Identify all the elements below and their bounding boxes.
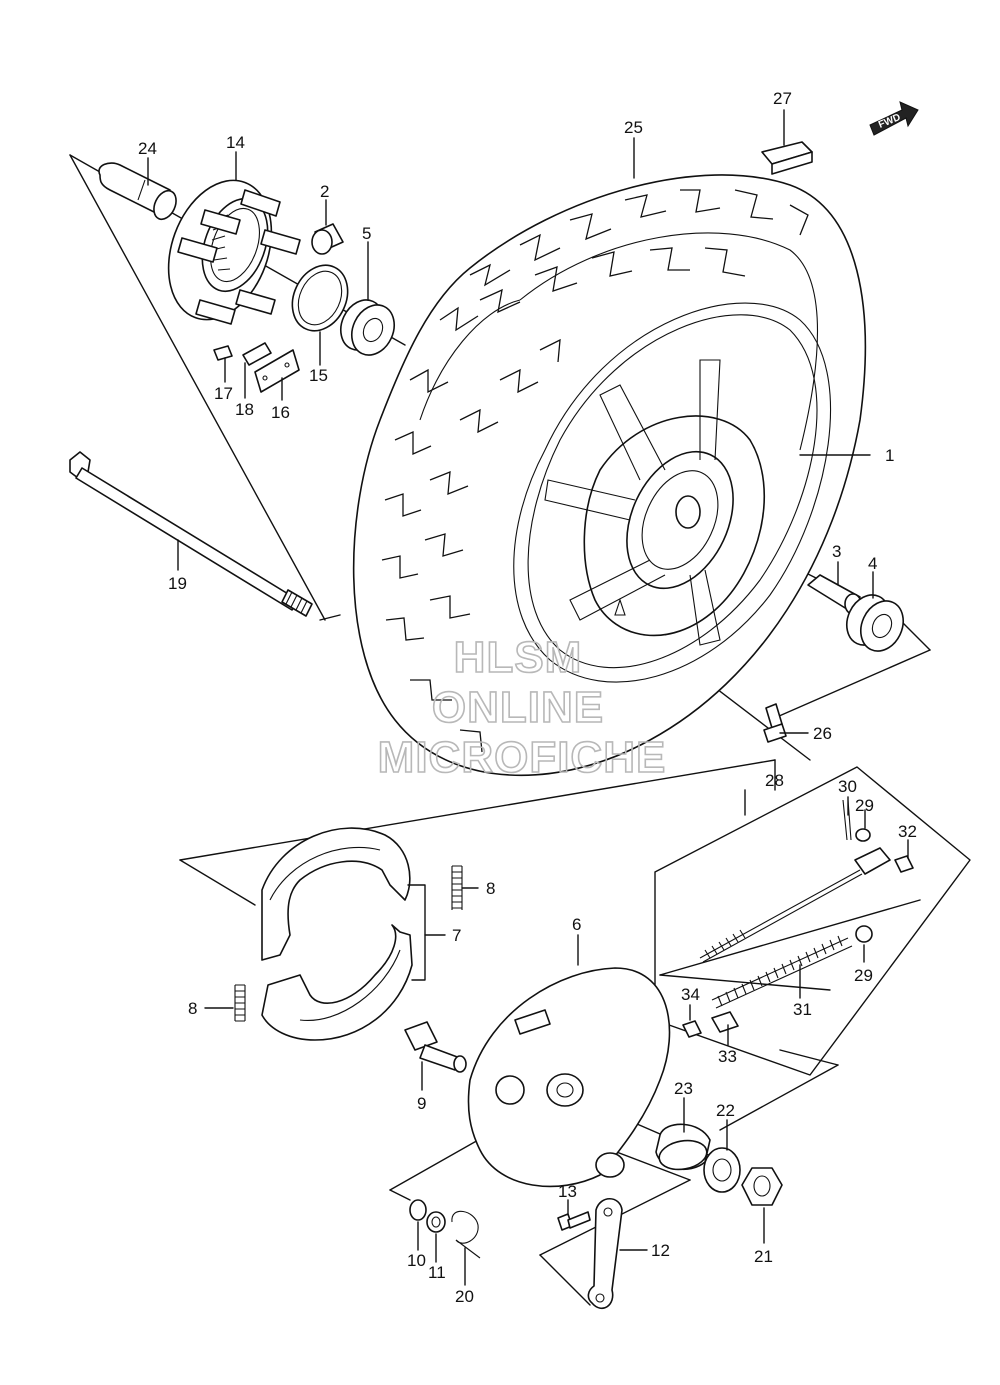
spring-8-lower (234, 984, 246, 1022)
pin-32 (894, 855, 914, 873)
label-part-15: 15 (309, 366, 328, 385)
label-part-32: 32 (898, 822, 917, 841)
balancer-weight-27 (761, 141, 813, 175)
label-part-8-upper: 8 (486, 879, 495, 898)
label-part-16: 16 (271, 403, 290, 422)
label-part-22: 22 (716, 1101, 735, 1120)
washer-22 (703, 1147, 741, 1193)
label-part-27: 27 (773, 89, 792, 108)
plate-16 (254, 349, 300, 393)
brake-shoe-lower (261, 924, 413, 1041)
collar-23 (655, 1123, 711, 1171)
forward-arrow-icon: FWD (869, 101, 919, 136)
label-part-8-lower: 8 (188, 999, 197, 1018)
brake-rod (699, 847, 891, 963)
label-part-34: 34 (681, 985, 700, 1004)
part-number-labels: 1 2 3 4 5 6 7 8 8 9 10 11 12 13 14 15 16… (138, 89, 917, 1306)
spacer-24 (98, 162, 177, 221)
label-part-30: 30 (838, 777, 857, 796)
label-part-13: 13 (558, 1182, 577, 1201)
brake-shoe-upper (261, 827, 411, 961)
brake-arm-12 (587, 1197, 623, 1309)
washer-29-lower (855, 925, 873, 943)
spring-8-upper (451, 865, 463, 910)
lock-washer-18 (242, 342, 272, 366)
label-part-21: 21 (754, 1247, 773, 1266)
cam-9 (404, 1021, 467, 1073)
label-part-29-lower: 29 (854, 966, 873, 985)
label-part-1: 1 (885, 446, 894, 465)
label-part-19: 19 (168, 574, 187, 593)
leader-lines (147, 109, 909, 1286)
washer-29-upper (855, 828, 871, 842)
label-part-33: 33 (718, 1047, 737, 1066)
label-part-14: 14 (226, 133, 245, 152)
o-ring-15 (291, 264, 349, 332)
label-part-28: 28 (765, 771, 784, 790)
watermark-line-1: HLSM (454, 633, 583, 682)
label-part-26: 26 (813, 724, 832, 743)
label-part-23: 23 (674, 1079, 693, 1098)
rear-hub-14 (167, 179, 301, 325)
label-part-12: 12 (651, 1241, 670, 1260)
bolt-17 (213, 345, 233, 361)
label-part-2: 2 (320, 182, 329, 201)
collar-2 (311, 223, 344, 255)
label-part-29-upper: 29 (855, 796, 874, 815)
label-part-9: 9 (417, 1094, 426, 1113)
nut-21 (741, 1167, 783, 1206)
label-part-31: 31 (793, 1000, 812, 1019)
wheel-rim (544, 359, 766, 646)
bearing-5 (340, 299, 395, 356)
cotter-pin-30 (842, 799, 852, 841)
washer-11 (426, 1211, 446, 1233)
label-part-10: 10 (407, 1251, 426, 1270)
axle-19 (69, 451, 313, 617)
label-part-5: 5 (362, 224, 371, 243)
label-part-11: 11 (428, 1263, 446, 1282)
label-part-7: 7 (452, 926, 461, 945)
label-part-25: 25 (624, 118, 643, 137)
watermark-line-3: MICROFICHE (378, 733, 667, 782)
bearing-4 (846, 594, 904, 652)
spring-20 (451, 1210, 481, 1259)
watermark-line-2: ONLINE (432, 683, 604, 732)
label-part-24: 24 (138, 139, 157, 158)
label-part-18: 18 (235, 400, 254, 419)
nut-34 (682, 1020, 702, 1038)
label-part-6: 6 (572, 915, 581, 934)
spring-31 (711, 935, 853, 1009)
watermark: HLSM ONLINE MICROFICHE (377, 632, 667, 783)
bolt-13 (557, 1211, 591, 1231)
joint-33 (711, 1011, 739, 1033)
circlip-10 (409, 1199, 427, 1221)
brake-panel-6 (467, 967, 671, 1188)
label-part-3: 3 (832, 542, 841, 561)
label-part-4: 4 (868, 554, 877, 573)
brake-rod-detail-box (654, 766, 971, 1076)
valve-26 (763, 703, 787, 743)
label-part-17: 17 (214, 384, 233, 403)
label-part-20: 20 (455, 1287, 474, 1306)
fwd-label: FWD (877, 112, 902, 131)
